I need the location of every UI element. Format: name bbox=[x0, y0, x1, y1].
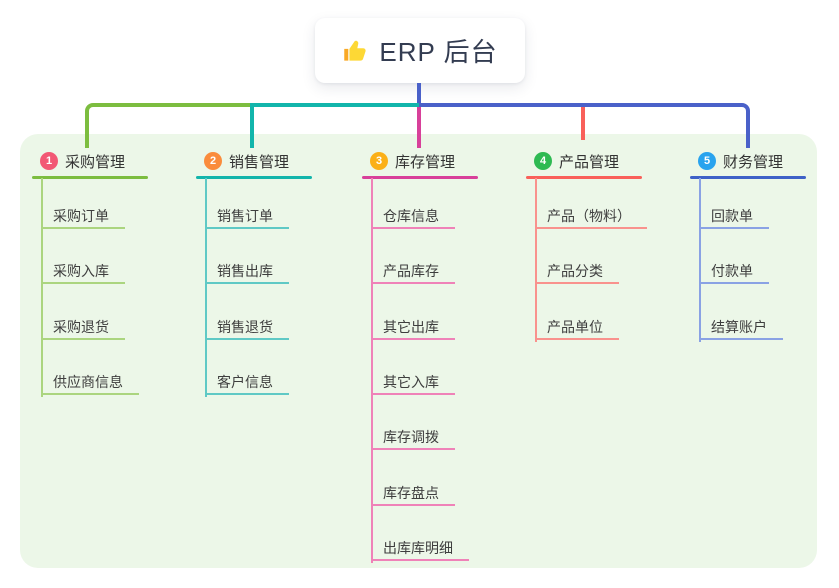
child-item-inventory[interactable]: 产品库存 bbox=[371, 262, 455, 284]
branch-title: 销售管理 bbox=[229, 153, 290, 171]
child-item-inventory[interactable]: 库存盘点 bbox=[371, 484, 455, 506]
branch-spine-sales bbox=[205, 178, 207, 397]
connector-elbow-finance bbox=[419, 103, 750, 148]
branch-number-badge: 2 bbox=[204, 152, 222, 170]
branch-number-badge: 5 bbox=[698, 152, 716, 170]
branch-underline-product bbox=[526, 176, 642, 179]
connector-elbow-purchase bbox=[85, 103, 252, 148]
branch-number-badge: 1 bbox=[40, 152, 58, 170]
branch-number-badge: 4 bbox=[534, 152, 552, 170]
child-item-finance[interactable]: 付款单 bbox=[699, 262, 769, 284]
root-stem-line bbox=[417, 83, 421, 107]
branch-underline-purchase bbox=[32, 176, 148, 179]
child-item-purchase[interactable]: 采购退货 bbox=[41, 318, 125, 340]
mindmap-panel bbox=[20, 134, 817, 568]
child-item-sales[interactable]: 销售出库 bbox=[205, 262, 289, 284]
branch-spine-inventory bbox=[371, 178, 373, 563]
branch-title: 采购管理 bbox=[65, 153, 126, 171]
child-item-product[interactable]: 产品单位 bbox=[535, 318, 619, 340]
branch-spine-purchase bbox=[41, 178, 43, 397]
child-item-inventory[interactable]: 库存调拨 bbox=[371, 428, 455, 450]
child-item-finance[interactable]: 回款单 bbox=[699, 207, 769, 229]
child-item-purchase[interactable]: 采购订单 bbox=[41, 207, 125, 229]
child-item-product[interactable]: 产品（物料） bbox=[535, 207, 647, 229]
child-item-inventory[interactable]: 其它入库 bbox=[371, 373, 455, 395]
connector-drop-product bbox=[581, 107, 585, 140]
branch-header-inventory[interactable]: 3 库存管理 bbox=[370, 151, 455, 171]
connector-drop-inventory bbox=[417, 107, 421, 148]
connector-line-sales bbox=[252, 103, 419, 107]
child-item-sales[interactable]: 销售订单 bbox=[205, 207, 289, 229]
branch-header-product[interactable]: 4 产品管理 bbox=[534, 151, 619, 171]
thumbs-up-icon bbox=[344, 40, 367, 61]
child-item-inventory[interactable]: 其它出库 bbox=[371, 318, 455, 340]
branch-title: 财务管理 bbox=[723, 153, 784, 171]
branch-spine-finance bbox=[699, 178, 701, 342]
branch-header-purchase[interactable]: 1 采购管理 bbox=[40, 151, 125, 171]
branch-title: 库存管理 bbox=[395, 153, 456, 171]
child-item-finance[interactable]: 结算账户 bbox=[699, 318, 783, 340]
branch-header-sales[interactable]: 2 销售管理 bbox=[204, 151, 289, 171]
branch-spine-product bbox=[535, 178, 537, 342]
branch-underline-inventory bbox=[362, 176, 478, 179]
branch-number-badge: 3 bbox=[370, 152, 388, 170]
child-item-sales[interactable]: 客户信息 bbox=[205, 373, 289, 395]
root-label: ERP 后台 bbox=[379, 37, 498, 67]
child-item-product[interactable]: 产品分类 bbox=[535, 262, 619, 284]
branch-underline-finance bbox=[690, 176, 806, 179]
child-item-purchase[interactable]: 供应商信息 bbox=[41, 373, 139, 395]
branch-underline-sales bbox=[196, 176, 312, 179]
connector-drop-sales bbox=[250, 103, 254, 148]
child-item-purchase[interactable]: 采购入库 bbox=[41, 262, 125, 284]
branch-title: 产品管理 bbox=[559, 153, 620, 171]
branch-header-finance[interactable]: 5 财务管理 bbox=[698, 151, 783, 171]
child-item-inventory[interactable]: 出库库明细 bbox=[371, 539, 469, 561]
root-node[interactable]: ERP 后台 bbox=[315, 18, 525, 83]
child-item-inventory[interactable]: 仓库信息 bbox=[371, 207, 455, 229]
child-item-sales[interactable]: 销售退货 bbox=[205, 318, 289, 340]
